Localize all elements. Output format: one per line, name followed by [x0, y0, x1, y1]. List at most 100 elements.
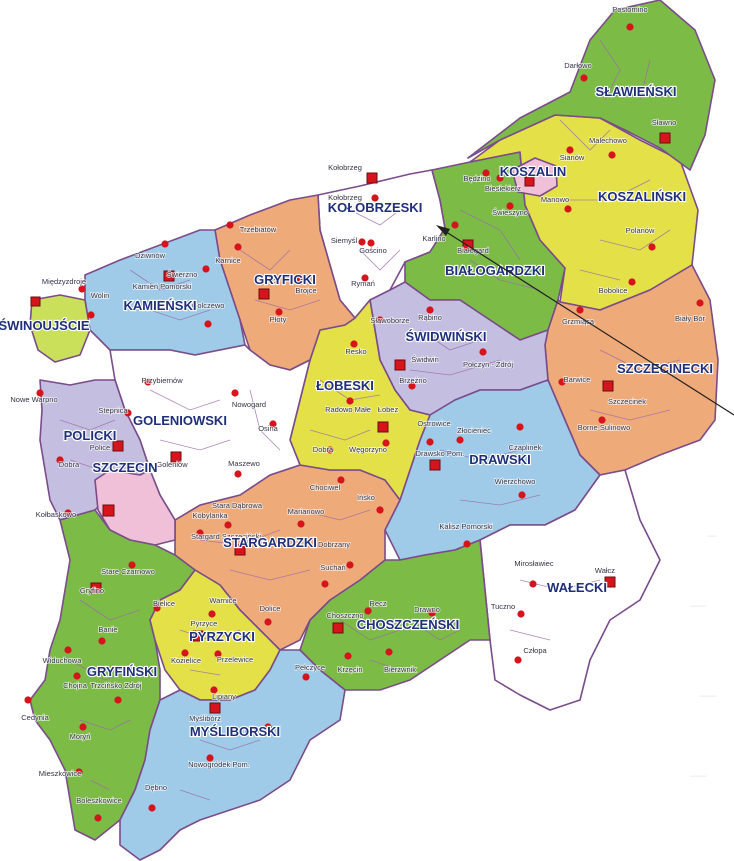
seat-marker-koszalin[interactable]	[524, 176, 535, 187]
town-dot-darlowo[interactable]	[580, 74, 588, 82]
town-dot-swieszyno[interactable]	[506, 202, 514, 210]
town-dot-nowogard[interactable]	[231, 389, 239, 397]
town-dot-ploty[interactable]	[275, 308, 283, 316]
town-dot-manowo[interactable]	[564, 205, 572, 213]
town-dot-siemysl[interactable]	[358, 238, 366, 246]
town-dot-lipiany[interactable]	[210, 686, 218, 694]
seat-marker-lobez[interactable]	[377, 421, 389, 433]
town-dot-chociwel[interactable]	[337, 476, 345, 484]
town-dot-grzmiaca[interactable]	[576, 306, 584, 314]
town-dot-trzcinsko[interactable]	[114, 696, 122, 704]
town-dot-goscino[interactable]	[367, 239, 375, 247]
town-dot-bielice[interactable]	[153, 604, 161, 612]
town-dot-malechowo[interactable]	[608, 151, 616, 159]
seat-marker-szczecin[interactable]	[102, 504, 115, 517]
seat-marker-bialogard[interactable]	[462, 239, 474, 251]
town-dot-bedzino[interactable]	[482, 169, 490, 177]
town-dot-stepnica[interactable]	[124, 409, 132, 417]
seat-marker-swinoujscie[interactable]	[30, 296, 41, 307]
seat-marker-goleniow[interactable]	[170, 451, 182, 463]
seat-marker-swidwin[interactable]	[394, 359, 406, 371]
seat-marker-gryfice[interactable]	[258, 288, 270, 300]
town-dot-karlino[interactable]	[451, 221, 459, 229]
town-dot-dziwnow[interactable]	[161, 240, 169, 248]
town-dot-polczyn[interactable]	[479, 348, 487, 356]
seat-marker-choszczno[interactable]	[332, 622, 344, 634]
town-dot-osina[interactable]	[269, 420, 277, 428]
town-dot-kalisz[interactable]	[463, 540, 471, 548]
town-dot-rabino[interactable]	[426, 306, 434, 314]
town-dot-nowogrodek[interactable]	[206, 754, 214, 762]
seat-marker-kamien[interactable]	[163, 270, 175, 282]
county-area-mysliborski[interactable]	[119, 649, 346, 861]
seat-marker-mysliborz[interactable]	[209, 702, 221, 714]
town-dot-drawno[interactable]	[428, 609, 436, 617]
town-dot-bobolice[interactable]	[628, 278, 636, 286]
town-dot-debno[interactable]	[148, 804, 156, 812]
town-dot-radowo[interactable]	[346, 397, 354, 405]
town-dot-brzezno[interactable]	[408, 382, 416, 390]
seat-marker-kolobrzeg[interactable]	[366, 172, 378, 184]
town-dot-widuchowa[interactable]	[64, 646, 72, 654]
county-area-walecki[interactable]	[479, 469, 661, 711]
town-dot-ryman[interactable]	[361, 274, 369, 282]
town-dot-moryn[interactable]	[79, 723, 87, 731]
seat-marker-pyrzyce[interactable]	[192, 630, 204, 642]
town-dot-boleszkowice[interactable]	[94, 814, 102, 822]
town-dot-slawoborze[interactable]	[376, 316, 384, 324]
town-dot-przybiernow[interactable]	[144, 378, 152, 386]
town-dot-nowe_warpno[interactable]	[36, 389, 44, 397]
seat-marker-police[interactable]	[112, 440, 124, 452]
town-dot-warnice[interactable]	[208, 610, 216, 618]
town-dot-kolobrzeg_gm[interactable]	[371, 194, 379, 202]
seat-marker-walcz[interactable]	[604, 576, 616, 588]
town-dot-mieszkowice[interactable]	[75, 768, 83, 776]
town-dot-tuczno[interactable]	[517, 610, 525, 618]
town-dot-ostrowice[interactable]	[426, 438, 434, 446]
town-dot-wegorzyno[interactable]	[382, 439, 390, 447]
town-dot-dobra_sz[interactable]	[56, 456, 64, 464]
town-dot-golczewo[interactable]	[204, 320, 212, 328]
county-area-swinoujscie[interactable]	[29, 294, 91, 363]
town-dot-stare_czarnowo[interactable]	[128, 561, 136, 569]
seat-marker-szczecinek[interactable]	[602, 380, 614, 392]
town-dot-marianowo[interactable]	[297, 520, 305, 528]
town-dot-polanow[interactable]	[648, 243, 656, 251]
town-dot-czlopa[interactable]	[514, 656, 522, 664]
town-dot-resko[interactable]	[350, 340, 358, 348]
town-dot-kolbaskowo[interactable]	[64, 509, 72, 517]
town-dot-dobra[interactable]	[326, 446, 334, 454]
town-dot-miroslawiec[interactable]	[529, 580, 537, 588]
town-dot-zlocieniec[interactable]	[456, 436, 464, 444]
town-dot-sianow[interactable]	[566, 146, 574, 154]
town-dot-cedynia[interactable]	[24, 696, 32, 704]
town-dot-kobylanka[interactable]	[196, 529, 204, 537]
town-dot-banie[interactable]	[98, 637, 106, 645]
town-dot-borne[interactable]	[598, 416, 606, 424]
seat-marker-stargard[interactable]	[234, 544, 246, 556]
town-dot-chojna[interactable]	[73, 672, 81, 680]
town-dot-miedzyzdroje[interactable]	[78, 285, 86, 293]
town-dot-pelczyce[interactable]	[302, 673, 310, 681]
town-dot-ina[interactable]	[376, 506, 384, 514]
town-dot-suchan[interactable]	[321, 580, 329, 588]
town-dot-barwice[interactable]	[558, 378, 566, 386]
seat-marker-gryfino[interactable]	[90, 582, 102, 594]
county-area-slawienski[interactable]	[467, 0, 716, 171]
town-dot-trzebiatow[interactable]	[226, 221, 234, 229]
town-dot-krzecin[interactable]	[344, 652, 352, 660]
town-dot-stara_dabrowa[interactable]	[224, 521, 232, 529]
town-dot-wierzchowo[interactable]	[518, 491, 526, 499]
seat-marker-slawno[interactable]	[659, 132, 671, 144]
town-dot-recz[interactable]	[364, 607, 372, 615]
town-dot-maszewo[interactable]	[234, 470, 242, 478]
town-dot-swierzno[interactable]	[202, 265, 210, 273]
town-dot-kozielice[interactable]	[181, 649, 189, 657]
town-dot-karnice[interactable]	[234, 243, 242, 251]
town-dot-dobrzany[interactable]	[346, 561, 354, 569]
town-dot-czaplinek[interactable]	[516, 423, 524, 431]
seat-marker-drawsko[interactable]	[429, 459, 441, 471]
town-dot-bierzwnik[interactable]	[385, 648, 393, 656]
town-dot-dolice[interactable]	[264, 618, 272, 626]
town-dot-wolin[interactable]	[87, 311, 95, 319]
